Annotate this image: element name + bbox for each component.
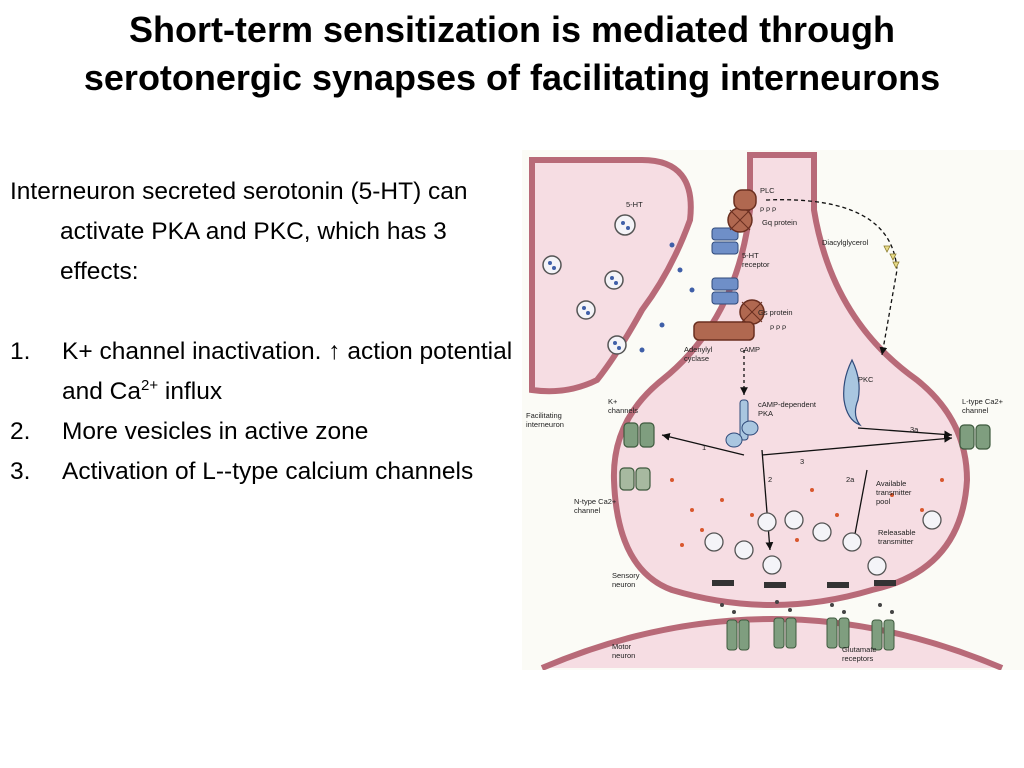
svg-text:neuron: neuron	[612, 651, 635, 660]
svg-text:Available: Available	[876, 479, 906, 488]
diacylglycerol-markers	[883, 245, 900, 269]
svg-text:cAMP: cAMP	[740, 345, 760, 354]
body-text: Interneuron secreted serotonin (5-HT) ca…	[10, 172, 515, 492]
camp-pka	[725, 399, 759, 448]
svg-text:cyclase: cyclase	[684, 354, 709, 363]
svg-text:Gq protein: Gq protein	[762, 218, 797, 227]
svg-text:receptors: receptors	[842, 654, 874, 663]
title-line-2: serotonergic synapses of facilitating in…	[83, 57, 941, 98]
svg-text:P P P: P P P	[760, 207, 776, 214]
svg-text:K+: K+	[608, 397, 618, 406]
svg-text:1: 1	[702, 443, 706, 452]
svg-text:Diacylglycerol: Diacylglycerol	[822, 238, 869, 247]
svg-text:P P P: P P P	[770, 325, 786, 332]
svg-text:transmitter: transmitter	[878, 537, 914, 546]
interneuron-vesicles	[542, 214, 636, 355]
svg-text:2a: 2a	[846, 475, 855, 484]
svg-text:Gs protein: Gs protein	[758, 308, 793, 317]
svg-text:Adenylyl: Adenylyl	[684, 345, 713, 354]
effect-item-2: 2.More vesicles in active zone	[10, 418, 369, 445]
svg-text:PKC: PKC	[858, 375, 874, 384]
calcium-ions	[670, 478, 944, 547]
svg-text:2: 2	[768, 475, 772, 484]
svg-text:3: 3	[800, 457, 804, 466]
n-type-channel	[619, 467, 651, 491]
effect-item-3: 3.Activation of L--type calcium channels	[10, 458, 474, 485]
active-zones	[712, 580, 896, 588]
up-arrow-icon: ↑	[328, 338, 341, 365]
svg-text:Motor: Motor	[612, 642, 632, 651]
svg-text:Sensory: Sensory	[612, 571, 640, 580]
plc	[733, 189, 757, 211]
k-channel	[623, 422, 655, 448]
svg-text:L-type Ca2+: L-type Ca2+	[962, 397, 1004, 406]
adenylyl-cyclase	[693, 321, 755, 341]
svg-text:Releasable: Releasable	[878, 528, 916, 537]
svg-text:PLC: PLC	[760, 186, 775, 195]
svg-text:5-HT: 5-HT	[626, 200, 643, 209]
pkc	[843, 358, 862, 427]
svg-text:5-HT: 5-HT	[742, 251, 759, 260]
released-transmitter	[720, 600, 894, 614]
effects-list: 1.K+ channel inactivation. ↑ action pote…	[10, 332, 515, 492]
l-type-channel	[959, 424, 991, 450]
svg-text:neuron: neuron	[612, 580, 635, 589]
svg-text:N-type Ca2+: N-type Ca2+	[574, 497, 617, 506]
slide-title: Short-term sensitization is mediated thr…	[0, 6, 1024, 102]
svg-text:pool: pool	[876, 497, 891, 506]
glutamate-receptors	[726, 617, 895, 651]
svg-text:channels: channels	[608, 406, 638, 415]
transmitter-vesicles	[704, 510, 942, 576]
svg-text:interneuron: interneuron	[526, 420, 564, 429]
svg-text:Facilitating: Facilitating	[526, 411, 562, 420]
five-ht-receptor	[711, 227, 739, 305]
synapse-diagram: 5-HT PLC Gq protein P P P 5-HT receptor …	[522, 150, 1024, 670]
svg-text:3a: 3a	[910, 425, 919, 434]
svg-text:channel: channel	[962, 406, 989, 415]
svg-text:PKA: PKA	[758, 409, 773, 418]
intro-paragraph: Interneuron secreted serotonin (5-HT) ca…	[10, 178, 468, 285]
svg-text:cAMP-dependent: cAMP-dependent	[758, 400, 817, 409]
sensory-neuron-terminal	[610, 152, 971, 608]
svg-text:transmitter: transmitter	[876, 488, 912, 497]
effect-item-1: 1.K+ channel inactivation. ↑ action pote…	[10, 338, 513, 405]
svg-text:receptor: receptor	[742, 260, 770, 269]
svg-text:channel: channel	[574, 506, 601, 515]
title-line-1: Short-term sensitization is mediated thr…	[128, 9, 896, 50]
svg-text:Glutamate: Glutamate	[842, 645, 877, 654]
